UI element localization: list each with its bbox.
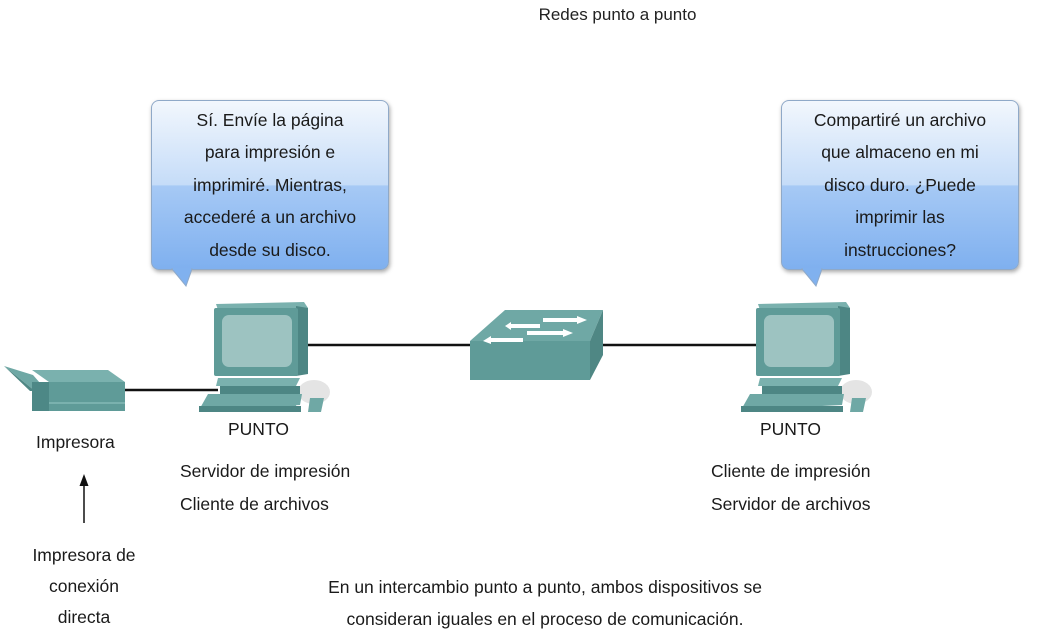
speech-bubble-right-text: Compartiré un archivo que almaceno en mi…	[814, 104, 986, 267]
bubble-line: accederé a un archivo	[183, 207, 357, 228]
bubble-line: instrucciones?	[844, 239, 956, 260]
switch-arrows-icon	[483, 316, 587, 344]
diagram-caption: En un intercambio punto a punto, ambos d…	[245, 571, 845, 635]
pc-left-label: PUNTO	[228, 419, 289, 439]
bubble-line: Sí. Envíe la página	[196, 109, 344, 130]
printer-label: Impresora	[36, 432, 115, 452]
bubble-line: imprimiré. Mientras,	[193, 174, 347, 195]
computer-icon-right	[741, 302, 872, 412]
network-links	[79, 343, 758, 523]
switch-icon	[470, 310, 603, 380]
computer-icon-left	[198, 302, 330, 412]
printer-note: Impresora de conexión directa	[4, 540, 164, 633]
bubble-line: para impresión e	[204, 142, 336, 163]
pc-right-role: Cliente de impresión	[711, 461, 871, 481]
bubble-line: disco duro. ¿Puede	[824, 174, 976, 195]
printer-note-line: Impresora de	[32, 545, 136, 565]
pc-left-role: Cliente de archivos	[180, 494, 329, 514]
bubble-line: que almaceno en mi	[821, 142, 979, 163]
arrow-head-icon	[79, 474, 89, 486]
pc-left-role: Servidor de impresión	[180, 461, 351, 481]
diagram-title: Redes punto a punto	[538, 5, 697, 24]
caption-line: consideran iguales en el proceso de comu…	[346, 609, 744, 629]
printer-icon	[4, 366, 125, 411]
speech-bubble-left-text: Sí. Envíe la página para impresión e imp…	[184, 104, 356, 267]
pc-right-label: PUNTO	[760, 419, 821, 439]
bubble-line: imprimir las	[855, 207, 945, 228]
bubble-line: desde su disco.	[209, 239, 331, 260]
pc-right-role: Servidor de archivos	[711, 494, 871, 514]
speech-bubble-right: Compartiré un archivo que almaceno en mi…	[781, 100, 1019, 288]
speech-bubble-tail	[170, 268, 193, 288]
printer-note-line: conexión	[48, 576, 120, 596]
bubble-line: Compartiré un archivo	[813, 109, 987, 130]
printer-note-line: directa	[57, 607, 111, 627]
speech-bubble-tail	[800, 268, 823, 288]
caption-line: En un intercambio punto a punto, ambos d…	[328, 577, 762, 597]
speech-bubble-left: Sí. Envíe la página para impresión e imp…	[151, 100, 389, 288]
